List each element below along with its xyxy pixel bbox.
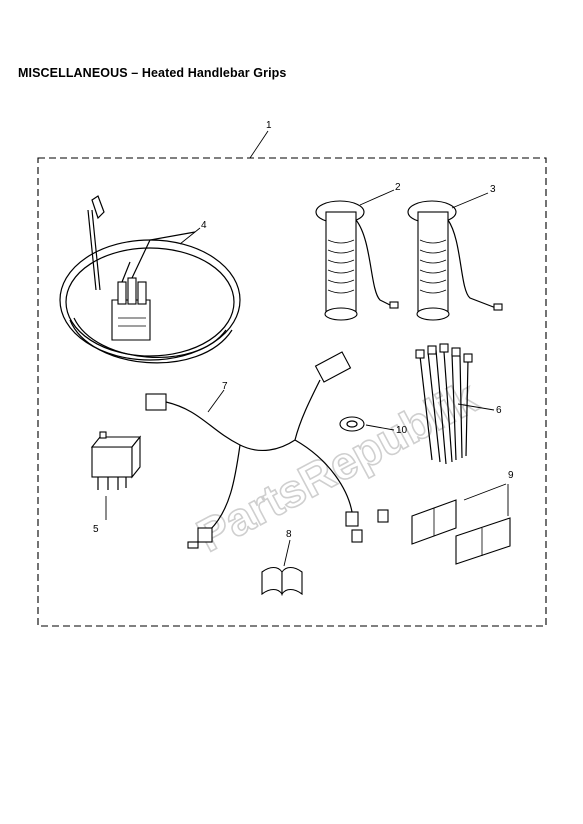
right-heated-grip: [407, 200, 503, 321]
leader-8: [283, 539, 291, 567]
grommet: [339, 416, 365, 432]
leader-10: [365, 424, 395, 431]
switch-harness: [59, 195, 241, 364]
instruction-book: [261, 566, 303, 596]
callout-7: 7: [222, 381, 228, 392]
wiring-harness: [145, 351, 389, 549]
callout-10: 10: [396, 425, 408, 436]
leader-3: [451, 192, 489, 209]
callout-4: 4: [201, 220, 207, 231]
connector-blocks: [411, 499, 511, 565]
leader-4: [179, 227, 201, 245]
callout-6: 6: [496, 405, 502, 416]
page-title: MISCELLANEOUS – Heated Handlebar Grips: [18, 66, 287, 80]
callout-2: 2: [395, 182, 401, 193]
callout-8: 8: [286, 529, 292, 540]
callout-5: 5: [93, 524, 99, 535]
relay: [90, 431, 142, 490]
leader-1: [249, 130, 269, 159]
kit-frame: [37, 157, 547, 627]
leader-9a: [463, 483, 507, 501]
leader-6: [457, 403, 495, 411]
callout-1: 1: [266, 120, 272, 131]
leader-7: [207, 389, 225, 413]
callout-3: 3: [490, 184, 496, 195]
callout-9: 9: [508, 470, 514, 481]
left-heated-grip: [315, 200, 399, 321]
cable-ties: [415, 343, 473, 465]
leader-2: [359, 189, 395, 206]
